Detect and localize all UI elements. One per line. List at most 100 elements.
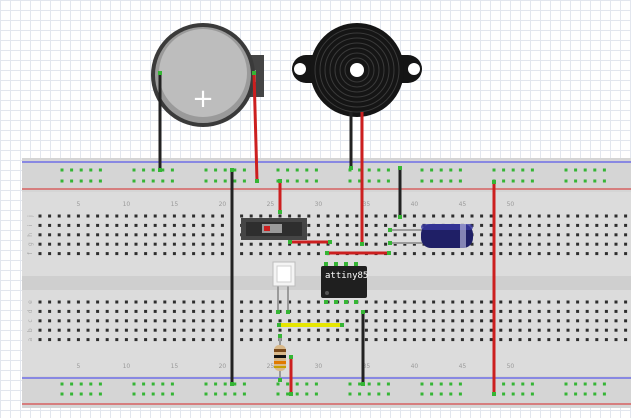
hole	[268, 300, 272, 304]
hole	[556, 319, 560, 323]
hole	[508, 214, 512, 218]
hole	[259, 338, 263, 342]
hole	[316, 214, 320, 218]
hole	[355, 328, 359, 332]
rail-hole	[170, 168, 174, 172]
rail-hole	[223, 168, 227, 172]
hole	[201, 214, 205, 218]
hole	[153, 252, 157, 256]
hole	[441, 252, 445, 256]
connection-point	[361, 382, 365, 386]
hole	[451, 214, 455, 218]
rail-hole	[295, 392, 299, 396]
rail-hole	[79, 168, 83, 172]
hole	[432, 214, 436, 218]
hole	[124, 223, 128, 227]
hole	[38, 319, 42, 323]
hole	[86, 309, 90, 313]
hole	[307, 252, 311, 256]
connection-point	[230, 382, 234, 386]
hole	[268, 242, 272, 246]
hole	[585, 214, 589, 218]
hole	[240, 319, 244, 323]
hole	[412, 328, 416, 332]
hole	[528, 233, 532, 237]
rail-hole	[449, 392, 453, 396]
rail-hole	[286, 168, 290, 172]
hole	[556, 223, 560, 227]
hole	[220, 252, 224, 256]
hole	[518, 242, 522, 246]
rail-hole	[420, 179, 424, 183]
connection-point	[252, 71, 256, 75]
hole	[268, 309, 272, 313]
hole	[422, 328, 426, 332]
connection-point	[324, 300, 328, 304]
rail-hole	[98, 179, 102, 183]
hole	[172, 242, 176, 246]
hole	[201, 309, 205, 313]
hole	[528, 214, 532, 218]
hole	[307, 233, 311, 237]
hole	[76, 242, 80, 246]
hole	[403, 338, 407, 342]
hole	[211, 223, 215, 227]
hole	[374, 214, 378, 218]
hole	[96, 252, 100, 256]
hole	[144, 214, 148, 218]
hole	[326, 233, 330, 237]
hole	[115, 328, 119, 332]
hole	[240, 309, 244, 313]
hole	[105, 233, 109, 237]
coin-cell-battery-icon: +	[151, 23, 264, 127]
hole	[480, 214, 484, 218]
hole	[518, 309, 522, 313]
hole	[307, 338, 311, 342]
hole	[211, 328, 215, 332]
hole	[124, 242, 128, 246]
hole	[364, 223, 368, 227]
hole	[508, 223, 512, 227]
hole	[48, 242, 52, 246]
hole	[412, 300, 416, 304]
hole	[508, 309, 512, 313]
hole	[124, 252, 128, 256]
hole	[297, 319, 301, 323]
rail-hole	[386, 168, 390, 172]
hole	[163, 214, 167, 218]
hole	[604, 233, 608, 237]
hole	[153, 338, 157, 342]
rail-hole	[602, 168, 606, 172]
hole	[566, 328, 570, 332]
hole	[355, 233, 359, 237]
hole	[614, 223, 618, 227]
hole	[153, 242, 157, 246]
hole	[460, 309, 464, 313]
rail-hole	[502, 382, 506, 386]
hole	[422, 338, 426, 342]
hole	[192, 309, 196, 313]
hole	[364, 319, 368, 323]
hole	[76, 309, 80, 313]
hole	[144, 300, 148, 304]
rail-hole	[214, 168, 218, 172]
hole	[249, 242, 253, 246]
column-label: 25	[267, 201, 275, 208]
hole	[67, 319, 71, 323]
hole	[220, 223, 224, 227]
rail-hole	[348, 392, 352, 396]
hole	[576, 223, 580, 227]
hole	[585, 233, 589, 237]
hole	[182, 309, 186, 313]
hole	[364, 242, 368, 246]
hole	[470, 319, 474, 323]
rail-hole	[233, 168, 237, 172]
hole	[624, 338, 628, 342]
hole	[614, 309, 618, 313]
hole	[76, 233, 80, 237]
row-label: b	[27, 328, 34, 332]
hole	[316, 300, 320, 304]
hole	[163, 223, 167, 227]
hole	[604, 223, 608, 227]
hole	[192, 319, 196, 323]
